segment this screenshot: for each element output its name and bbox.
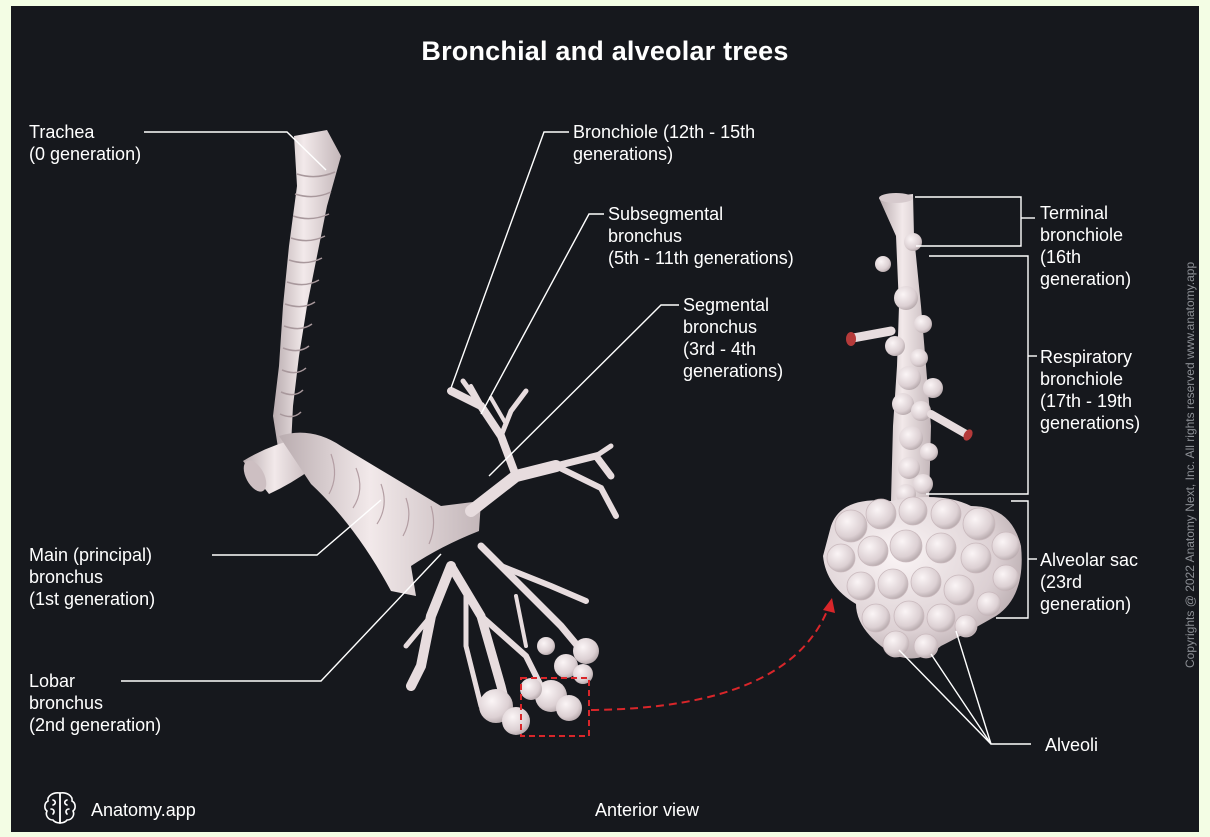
label-respiratory-line-2: bronchiole — [1040, 368, 1140, 390]
label-segmental-line-1: Segmental — [683, 294, 783, 316]
alveolar-tree — [823, 193, 1022, 659]
label-terminal-bronchiole: Terminal bronchiole (16th generation) — [1040, 202, 1131, 290]
label-lobar-bronchus-line-1: Lobar — [29, 670, 161, 692]
label-subsegmental-line-2: bronchus — [608, 225, 794, 247]
label-alveolar-sac-line-1: Alveolar sac — [1040, 549, 1138, 571]
label-segmental: Segmental bronchus (3rd - 4th generation… — [683, 294, 783, 382]
bronchiole-leader — [451, 132, 569, 388]
label-alveolar-sac: Alveolar sac (23rd generation) — [1040, 549, 1138, 615]
label-alveoli: Alveoli — [1045, 734, 1098, 756]
alveoli-leader-1 — [899, 650, 1031, 744]
segmental-leader — [489, 305, 679, 476]
label-alveolar-sac-line-3: generation) — [1040, 593, 1138, 615]
label-bronchiole: Bronchiole (12th - 15th generations) — [573, 121, 755, 165]
label-bronchiole-line-1: Bronchiole (12th - 15th — [573, 121, 755, 143]
label-terminal-line-1: Terminal — [1040, 202, 1131, 224]
label-lobar-bronchus-line-3: (2nd generation) — [29, 714, 161, 736]
brain-icon — [41, 790, 79, 831]
label-terminal-line-2: bronchiole — [1040, 224, 1131, 246]
subsegmental-leader — [481, 214, 604, 414]
label-subsegmental-line-1: Subsegmental — [608, 203, 794, 225]
trachea-shape — [273, 130, 341, 454]
label-respiratory-bronchiole: Respiratory bronchiole (17th - 19th gene… — [1040, 346, 1140, 434]
label-lobar-bronchus: Lobar bronchus (2nd generation) — [29, 670, 161, 736]
label-subsegmental-line-3: (5th - 11th generations) — [608, 247, 794, 269]
label-respiratory-line-4: generations) — [1040, 412, 1140, 434]
label-trachea-line-1: Trachea — [29, 121, 141, 143]
label-segmental-line-3: (3rd - 4th — [683, 338, 783, 360]
label-subsegmental: Subsegmental bronchus (5th - 11th genera… — [608, 203, 794, 269]
label-main-bronchus-line-3: (1st generation) — [29, 588, 155, 610]
brand-name: Anatomy.app — [91, 800, 196, 821]
label-lobar-bronchus-line-2: bronchus — [29, 692, 161, 714]
label-terminal-line-3: (16th — [1040, 246, 1131, 268]
view-caption: Anterior view — [595, 800, 699, 821]
label-segmental-line-4: generations) — [683, 360, 783, 382]
label-alveolar-sac-line-2: (23rd — [1040, 571, 1138, 593]
label-terminal-line-4: generation) — [1040, 268, 1131, 290]
label-respiratory-line-1: Respiratory — [1040, 346, 1140, 368]
brand: Anatomy.app — [41, 790, 196, 831]
label-main-bronchus-line-1: Main (principal) — [29, 544, 155, 566]
label-trachea-line-2: (0 generation) — [29, 143, 141, 165]
label-main-bronchus: Main (principal) bronchus (1st generatio… — [29, 544, 155, 610]
copyright-notice: Copyrights @ 2022 Anatomy Next, Inc. All… — [1183, 262, 1197, 668]
diagram-canvas: Bronchial and alveolar trees — [11, 6, 1199, 832]
bronchial-tree — [239, 130, 616, 735]
magnification-arrow — [591, 606, 829, 710]
label-segmental-line-2: bronchus — [683, 316, 783, 338]
label-bronchiole-line-2: generations) — [573, 143, 755, 165]
label-respiratory-line-3: (17th - 19th — [1040, 390, 1140, 412]
respiratory-bracket — [926, 256, 1028, 494]
terminal-bracket — [915, 197, 1021, 246]
label-trachea: Trachea (0 generation) — [29, 121, 141, 165]
label-main-bronchus-line-2: bronchus — [29, 566, 155, 588]
